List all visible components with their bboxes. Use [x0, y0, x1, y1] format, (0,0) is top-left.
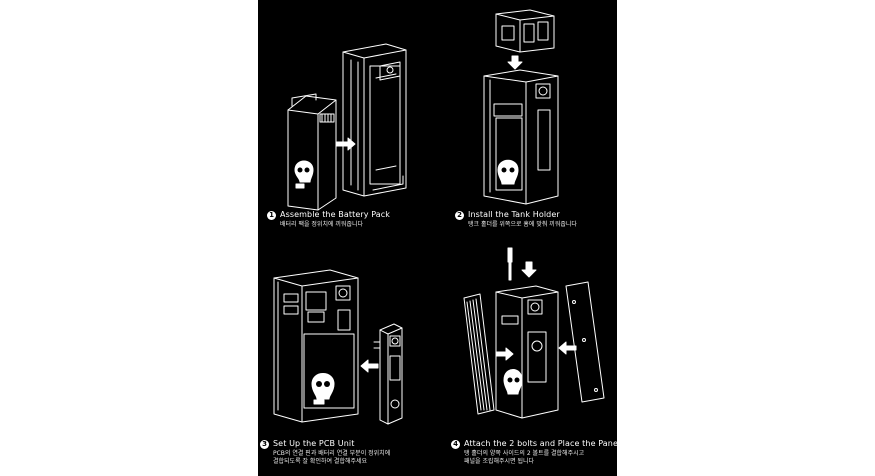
- step-1-number: 1: [267, 211, 276, 220]
- instruction-sheet: 1 Assemble the Battery Pack 배터리 팩을 정위치에 …: [258, 0, 625, 476]
- arrow-down-icon: [507, 55, 523, 70]
- step-3-description-line1: PCB의 연결 핀과 배터리 연결 부분이 정위치에: [273, 450, 391, 457]
- step-2-title: Install the Tank Holder: [468, 210, 560, 219]
- screwdriver-icon: [507, 247, 513, 281]
- step-3-description-line2: 결합되도록 잘 확인하여 결합해주세요: [273, 458, 368, 465]
- arrow-left-icon: [360, 359, 379, 373]
- skull-logo-icon: [294, 160, 314, 189]
- step-2-number: 2: [455, 211, 464, 220]
- step-4-number: 4: [451, 440, 460, 449]
- arrow-right-icon: [335, 137, 356, 151]
- step1-frame-illustration: [342, 43, 407, 197]
- step3-frame-illustration: [273, 269, 359, 423]
- step2-tank-holder-illustration: [495, 9, 555, 53]
- step-4-description-line2: 패널을 조립해주시면 됩니다: [464, 458, 535, 465]
- step-1-title: Assemble the Battery Pack: [280, 210, 391, 219]
- step1-battery-illustration: [287, 93, 337, 211]
- step-2-description: 탱크 홀더를 위쪽으로 홈에 맞춰 끼워줍니다: [468, 221, 577, 228]
- arrow-right-icon: [495, 347, 514, 361]
- step-4-description-line1: 탱 홀더의 양쪽 사이드의 2 볼트를 결합해주시고: [464, 450, 585, 457]
- step-3-number: 3: [260, 440, 269, 449]
- step-1-description: 배터리 팩을 정위치에 끼워줍니다: [280, 221, 364, 228]
- step4-side-panel-right-illustration: [565, 281, 605, 403]
- step4-frame-illustration: [495, 285, 559, 419]
- assembly-illustrations: [273, 9, 605, 425]
- step3-pcb-illustration: [373, 323, 403, 425]
- skull-logo-icon: [311, 373, 335, 405]
- step4-side-panel-left-illustration: [463, 293, 495, 415]
- step-4-title: Attach the 2 bolts and Place the Panels: [464, 439, 625, 448]
- skull-logo-icon: [497, 159, 519, 185]
- skull-logo-icon: [503, 369, 523, 395]
- step2-frame-illustration: [483, 69, 559, 205]
- step-3-title: Set Up the PCB Unit: [273, 439, 355, 448]
- arrow-left-icon: [558, 341, 577, 355]
- arrow-down-icon: [521, 261, 537, 278]
